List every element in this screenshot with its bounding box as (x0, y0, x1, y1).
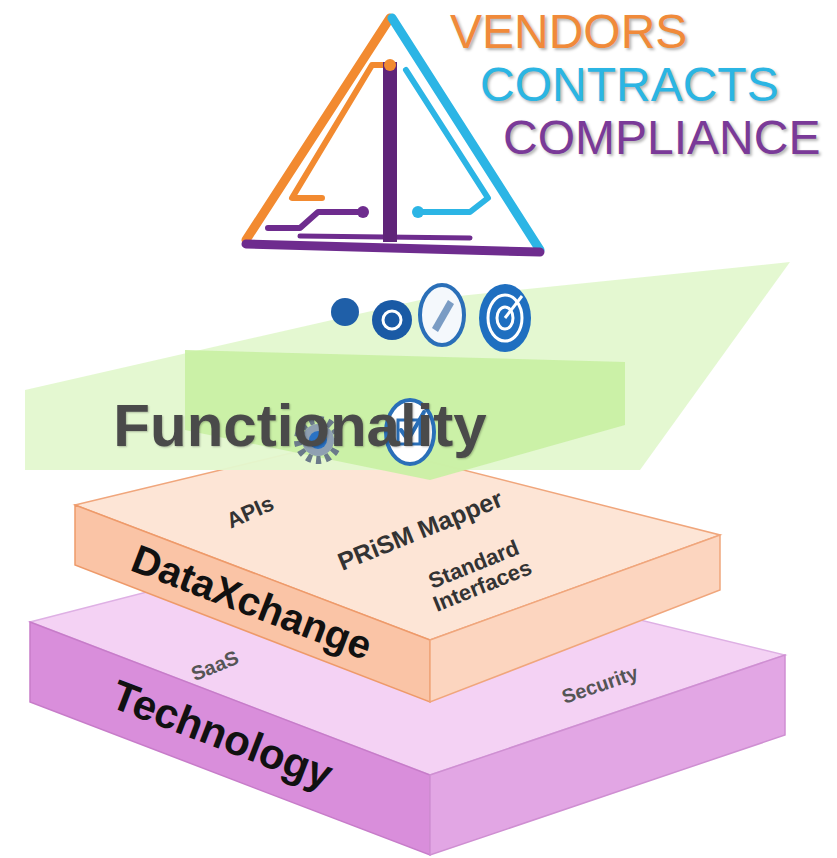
logo-line (300, 236, 470, 238)
icon-ring (497, 307, 513, 329)
feature-icons (298, 284, 531, 464)
icon-ring (383, 311, 401, 329)
layer-title: Functionality (113, 394, 486, 457)
logo-bar (383, 62, 397, 242)
check-icon (398, 420, 420, 444)
logo-dot (384, 59, 396, 71)
icon-circle (372, 300, 412, 340)
icon-ring (488, 295, 522, 341)
logo-line (406, 70, 488, 212)
logo-dot (412, 206, 424, 218)
logo-line (292, 65, 390, 198)
logo-dot (357, 206, 369, 218)
icon-pen (432, 300, 454, 332)
icon-target (479, 284, 531, 352)
check-icon (401, 412, 424, 440)
layer-band: DataXchangeAPIsPRiSM MapperStandard Inte… (75, 440, 720, 702)
icon-circle (331, 298, 359, 326)
layer-band: Functionality (25, 262, 790, 480)
slab-face (430, 655, 785, 855)
icon-arrow (505, 296, 522, 318)
logo-word: VENDORS (450, 8, 687, 56)
logo-word: COMPLIANCE (503, 114, 820, 162)
logo-line (268, 212, 363, 228)
logo-word: CONTRACTS (480, 61, 779, 109)
logo-line (246, 18, 390, 240)
logo-line (246, 244, 540, 252)
gear-icon (302, 424, 334, 456)
check-icon (386, 400, 434, 464)
icon-circle (420, 285, 464, 345)
gear-icon (309, 431, 327, 449)
gear-icon (298, 420, 338, 460)
